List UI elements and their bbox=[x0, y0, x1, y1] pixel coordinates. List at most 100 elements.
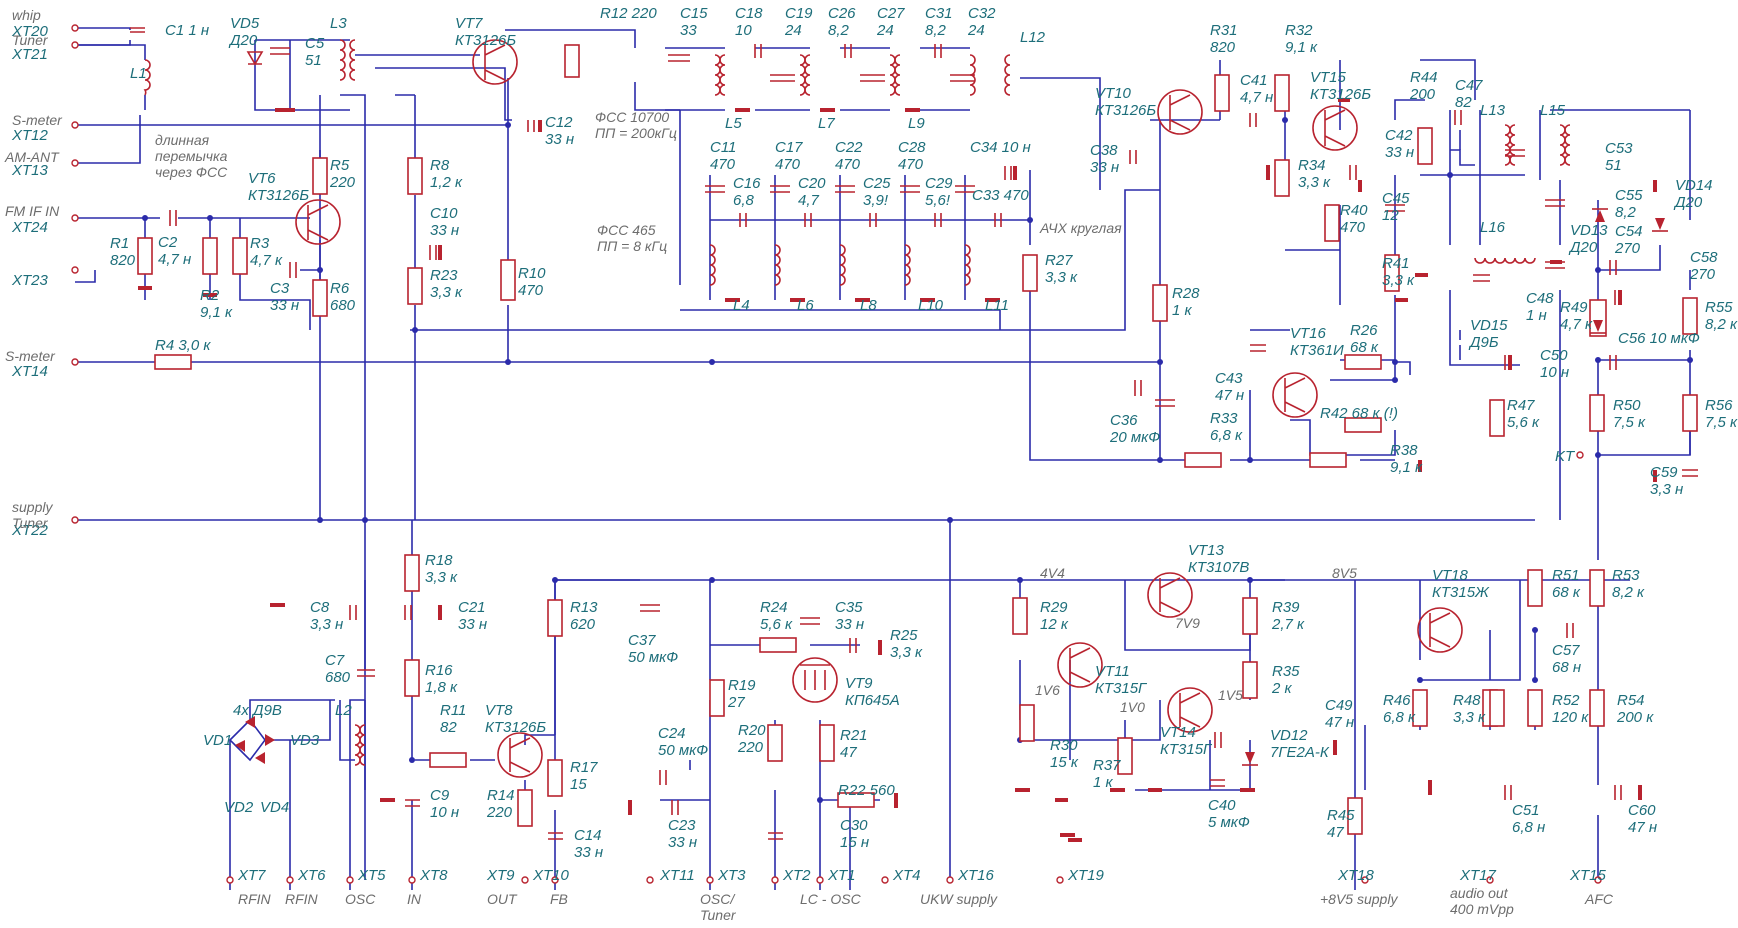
component-c27-value: 24 bbox=[876, 22, 894, 39]
component-c9-value: 10 н bbox=[430, 804, 459, 821]
component-r49-ref: R49 bbox=[1560, 299, 1588, 316]
jumper-note: перемычка bbox=[155, 148, 228, 164]
connector-xt24-id: XT24 bbox=[11, 219, 48, 236]
component-c15-ref: C15 bbox=[680, 5, 708, 22]
component-vd14-value: Д20 bbox=[1673, 194, 1703, 211]
component-r53-value: 8,2 к bbox=[1612, 584, 1645, 601]
component-c55-value: 8,2 bbox=[1615, 204, 1637, 221]
fss-465-note: ФСС 465 bbox=[597, 222, 656, 238]
component-r13-value: 620 bbox=[570, 616, 596, 633]
component-c58-ref: C58 bbox=[1690, 249, 1718, 266]
component-c42-ref: C42 bbox=[1385, 127, 1413, 144]
connector-xt8-id: XT8 bbox=[419, 867, 448, 884]
connector-xt17-name: audio out bbox=[1450, 885, 1509, 901]
component-c59-value: 3,3 н bbox=[1650, 481, 1683, 498]
connector-xt22-id: XT22 bbox=[11, 522, 49, 539]
component-r21-value: 47 bbox=[840, 744, 857, 761]
component-vd15-ref: VD15 bbox=[1470, 317, 1508, 334]
component-r35-value: 2 к bbox=[1271, 680, 1293, 697]
component-c38-value: 33 н bbox=[1090, 159, 1119, 176]
component-c54-value: 270 bbox=[1614, 240, 1641, 257]
component-c25-value: 3,9! bbox=[863, 192, 889, 209]
component-c15-value: 33 bbox=[680, 22, 697, 39]
component-c8-ref: C8 bbox=[310, 599, 330, 616]
component-r56-value: 7,5 к bbox=[1705, 414, 1738, 431]
component-c3-ref: C3 bbox=[270, 280, 290, 297]
component-r25-value: 3,3 к bbox=[890, 644, 923, 661]
component-vt11-ref: VT11 bbox=[1095, 663, 1130, 680]
component-l13-ref: L13 bbox=[1480, 102, 1506, 119]
component-l16-ref: L16 bbox=[1480, 219, 1506, 236]
component-r54-value: 200 к bbox=[1616, 709, 1654, 726]
afc-round-note: АЧХ круглая bbox=[1039, 220, 1122, 236]
component-l1-ref: L1 bbox=[130, 65, 147, 82]
component-c11-value: 470 bbox=[710, 156, 736, 173]
fss-10700-note: ПП = 200кГц bbox=[595, 125, 677, 141]
component-c50-ref: C50 bbox=[1540, 347, 1568, 364]
component-r22-label: R22 560 bbox=[838, 782, 895, 799]
component-c10-value: 33 н bbox=[430, 222, 459, 239]
component-r3-ref: R3 bbox=[250, 235, 270, 252]
component-r23-ref: R23 bbox=[430, 267, 458, 284]
component-vt16-ref: VT16 bbox=[1290, 325, 1327, 342]
component-c58-value: 270 bbox=[1689, 266, 1716, 283]
component-c43-ref: C43 bbox=[1215, 370, 1243, 387]
component-l11-ref: L11 bbox=[985, 297, 1009, 314]
component-r6-value: 680 bbox=[330, 297, 356, 314]
component-r11-value: 82 bbox=[440, 719, 457, 736]
component-r40-ref: R40 bbox=[1340, 202, 1368, 219]
component-r16-ref: R16 bbox=[425, 662, 453, 679]
component-r11-ref: R11 bbox=[440, 702, 466, 719]
component-r29-ref: R29 bbox=[1040, 599, 1068, 616]
component-r38-ref: R38 bbox=[1390, 442, 1418, 459]
component-vt13-value: КТ3107В bbox=[1188, 559, 1249, 576]
component-r45-value: 47 bbox=[1327, 824, 1344, 841]
component-c24-value: 50 мкФ bbox=[658, 742, 708, 759]
connector-xt20-id: XT20 bbox=[11, 23, 49, 40]
component-c28-ref: C28 bbox=[898, 139, 926, 156]
component-r38-value: 9,1 к bbox=[1390, 459, 1423, 476]
component-c31-value: 8,2 bbox=[925, 22, 947, 39]
component-c50-value: 10 н bbox=[1540, 364, 1569, 381]
component-r55-value: 8,2 к bbox=[1705, 316, 1738, 333]
component-r8-ref: R8 bbox=[430, 157, 450, 174]
component-l2-ref: L2 bbox=[335, 702, 352, 719]
component-c49-value: 47 н bbox=[1325, 714, 1354, 731]
component-c41-ref: C41 bbox=[1240, 72, 1268, 89]
connector-terminals bbox=[71, 24, 1602, 884]
component-c20-ref: C20 bbox=[798, 175, 826, 192]
component-c22-ref: C22 bbox=[835, 139, 863, 156]
component-c42-value: 33 н bbox=[1385, 144, 1414, 161]
component-c17-value: 470 bbox=[775, 156, 801, 173]
component-r3-value: 4,7 к bbox=[250, 252, 283, 269]
component-c8-value: 3,3 н bbox=[310, 616, 343, 633]
component-r46-value: 6,8 к bbox=[1383, 709, 1416, 726]
component-r24-value: 5,6 к bbox=[760, 616, 793, 633]
component-r1-value: 820 bbox=[110, 252, 136, 269]
component-c47-value: 82 bbox=[1455, 94, 1472, 111]
component-c47-ref: C47 bbox=[1455, 77, 1483, 94]
component-r8-value: 1,2 к bbox=[430, 174, 463, 191]
component-c49-ref: C49 bbox=[1325, 697, 1353, 714]
component-r37-ref: R37 bbox=[1093, 757, 1121, 774]
component-c37-value: 50 мкФ bbox=[628, 649, 678, 666]
component-l15-ref: L15 bbox=[1540, 102, 1566, 119]
component-vt14-value: КТ315Г bbox=[1160, 741, 1213, 758]
component-c11-ref: C11 bbox=[710, 139, 736, 156]
component-r52-value: 120 к bbox=[1552, 709, 1589, 726]
component-c12-ref: C12 bbox=[545, 114, 573, 131]
component-r51-value: 68 к bbox=[1552, 584, 1581, 601]
component-vd13-ref: VD13 bbox=[1570, 222, 1608, 239]
component-r32-ref: R32 bbox=[1285, 22, 1313, 39]
component-vd13-value: Д20 bbox=[1568, 239, 1598, 256]
component-r17-value: 15 bbox=[570, 776, 587, 793]
component-vd15-value: Д9Б bbox=[1468, 334, 1499, 351]
component-r39-ref: R39 bbox=[1272, 599, 1300, 616]
connector-xt23-id: XT23 bbox=[11, 272, 49, 289]
connector-xt7-id: XT7 bbox=[237, 867, 266, 884]
connector-xt12-id: XT12 bbox=[11, 127, 49, 144]
component-vt16-value: КТ361И bbox=[1290, 342, 1344, 359]
connector-xt24-name: FM IF IN bbox=[5, 203, 60, 219]
component-vt18-ref: VT18 bbox=[1432, 567, 1469, 584]
connector-xt5-id: XT5 bbox=[357, 867, 386, 884]
